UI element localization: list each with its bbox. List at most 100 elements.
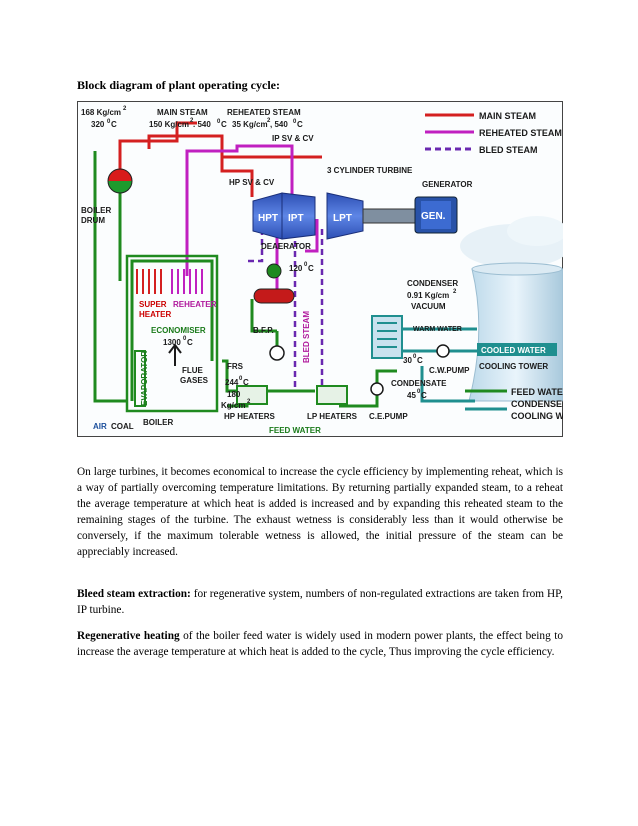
pressure-unit: Kg/cm bbox=[221, 401, 245, 410]
boiler bbox=[125, 254, 219, 413]
air-label: AIR bbox=[93, 422, 107, 431]
bleed-heading: Bleed steam extraction: bbox=[77, 588, 191, 600]
temp-45-deg: 0 bbox=[417, 389, 421, 395]
drum-temp-unit: C bbox=[111, 120, 117, 129]
warm-water-label: WARM WATER bbox=[413, 326, 462, 333]
super-heater-label-2: HEATER bbox=[139, 310, 172, 319]
temp-30-deg: 0 bbox=[413, 354, 417, 360]
ipt-label: IPT bbox=[288, 213, 304, 224]
main-steam-temp: . 540 bbox=[193, 120, 211, 129]
cooling-tower-graphic bbox=[460, 216, 563, 402]
economiser-temp: 1300 bbox=[163, 338, 181, 347]
drum-pressure-sup: 2 bbox=[123, 106, 127, 112]
legend-condenser-2: COOLING WATER bbox=[511, 411, 563, 421]
boiler-drum-label-1: BOILER bbox=[81, 206, 111, 215]
generator-label: GENERATOR bbox=[422, 180, 473, 189]
vacuum-label: VACUUM bbox=[411, 302, 446, 311]
hpt-label: HPT bbox=[258, 213, 278, 224]
cooling-tower-label: COOLING TOWER bbox=[479, 362, 548, 371]
legend-feed-water: FEED WATER bbox=[511, 387, 563, 397]
economiser-temp-deg: 0 bbox=[183, 336, 187, 342]
feed-water-label: FEED WATER bbox=[269, 426, 321, 435]
main-steam-pressure-sup: 2 bbox=[190, 118, 194, 124]
deaerator-label: DEAERATOR bbox=[261, 242, 311, 251]
deaerator-temp-deg: 0 bbox=[304, 262, 308, 268]
cooled-water-label: COOLED WATER bbox=[481, 346, 546, 355]
main-steam-pressure: 150 Kg/cm bbox=[149, 120, 189, 129]
frs-label: FRS bbox=[227, 362, 244, 371]
condenser-pressure-sup: 2 bbox=[453, 289, 457, 295]
temp-180: 180 bbox=[227, 390, 241, 399]
turbine-set bbox=[252, 192, 458, 240]
lp-heaters-box bbox=[316, 385, 348, 405]
deaerator-temp-unit: C bbox=[308, 264, 314, 273]
regenerative-heading: Regenerative heating bbox=[77, 630, 180, 642]
pressure-unit-sup: 2 bbox=[247, 399, 251, 405]
boiler-drum-label-2: DRUM bbox=[81, 216, 105, 225]
reheated-temp-deg: 0 bbox=[293, 119, 297, 125]
condenser-pressure: 0.91 Kg/cm bbox=[407, 291, 449, 300]
boiler-label: BOILER bbox=[143, 418, 173, 427]
condensate-label: CONDENSATE bbox=[391, 379, 447, 388]
temp-45-unit: C bbox=[421, 391, 427, 400]
ip-valves-label: IP SV & CV bbox=[272, 134, 314, 143]
deaerator-tank bbox=[253, 288, 295, 304]
economiser-label: ECONOMISER bbox=[151, 326, 206, 335]
bfp-label: B.F.P. bbox=[253, 326, 274, 335]
drum-pressure: 168 Kg/cm bbox=[81, 108, 121, 117]
bfp-pump bbox=[269, 345, 285, 361]
paragraph-bleed: Bleed steam extraction: for regenerative… bbox=[77, 586, 563, 618]
ipt bbox=[281, 192, 316, 240]
legend-main-steam: MAIN STEAM bbox=[479, 111, 536, 121]
hp-valves-label: HP SV & CV bbox=[229, 178, 275, 187]
bleed-text: for regenerative system, numbers of non-… bbox=[77, 588, 563, 616]
paragraph-regenerative: Regenerative heating of the boiler feed … bbox=[77, 628, 563, 660]
temp-244-deg: 0 bbox=[239, 376, 243, 382]
legend: MAIN STEAM REHEATED STEAM BLED STEAM FEE… bbox=[425, 111, 563, 421]
ce-pump-label: C.E.PUMP bbox=[369, 412, 408, 421]
hp-heaters-box bbox=[236, 385, 268, 405]
temp-30: 30 bbox=[403, 356, 412, 365]
feed-water-pipes bbox=[93, 151, 397, 408]
lp-heaters-label: LP HEATERS bbox=[307, 412, 358, 421]
temp-244-unit: C bbox=[243, 378, 249, 387]
drum-temp: 320 bbox=[91, 120, 105, 129]
gen-label: GEN. bbox=[421, 211, 446, 222]
reheated-temp: , 540 bbox=[270, 120, 288, 129]
temp-30-unit: C bbox=[417, 356, 423, 365]
main-steam-pipes bbox=[118, 121, 322, 197]
condenser-label: CONDENSER bbox=[407, 279, 458, 288]
ce-pump bbox=[370, 382, 384, 396]
boiler-drum bbox=[107, 168, 133, 194]
cw-pump-label: C.W.PUMP bbox=[429, 366, 470, 375]
cw-pump bbox=[436, 344, 450, 358]
legend-reheated-steam: REHEATED STEAM bbox=[479, 128, 562, 138]
reheater-label: REHEATER bbox=[173, 300, 217, 309]
temp-244: 244 bbox=[225, 378, 239, 387]
legend-bled-steam: BLED STEAM bbox=[479, 145, 538, 155]
reheated-steam-label: REHEATED STEAM bbox=[227, 108, 301, 117]
main-steam-temp-deg: 0 bbox=[217, 119, 221, 125]
cooling-water-pipes bbox=[395, 327, 477, 403]
paragraph-reheat: On large turbines, it becomes economical… bbox=[77, 466, 563, 558]
super-heater-label-1: SUPER bbox=[139, 300, 167, 309]
flue-gases-label-1: FLUE bbox=[182, 366, 204, 375]
hp-heaters-label: HP HEATERS bbox=[224, 412, 275, 421]
lpt bbox=[326, 192, 364, 240]
legend-condenser-1: CONDENSER bbox=[511, 399, 563, 409]
regenerative-text: of the boiler feed water is widely used … bbox=[77, 630, 563, 658]
evaporator-label: EVAPORATOR bbox=[140, 351, 149, 406]
bled-steam-label: BLED STEAM bbox=[302, 311, 311, 363]
reheated-temp-unit: C bbox=[297, 120, 303, 129]
flue-gases-label-2: GASES bbox=[180, 376, 209, 385]
main-steam-temp-unit: C bbox=[221, 120, 227, 129]
lpt-label: LPT bbox=[333, 213, 352, 224]
turbine-label: 3 CYLINDER TURBINE bbox=[327, 166, 413, 175]
deaerator-temp: 120 bbox=[289, 264, 303, 273]
main-steam-label: MAIN STEAM bbox=[157, 108, 208, 117]
reheated-pressure: 35 Kg/cm bbox=[232, 120, 268, 129]
economiser-temp-unit: C bbox=[187, 338, 193, 347]
section-heading: Block diagram of plant operating cycle: bbox=[77, 78, 280, 92]
coal-label: COAL bbox=[111, 422, 134, 431]
drum-temp-deg: 0 bbox=[107, 119, 111, 125]
